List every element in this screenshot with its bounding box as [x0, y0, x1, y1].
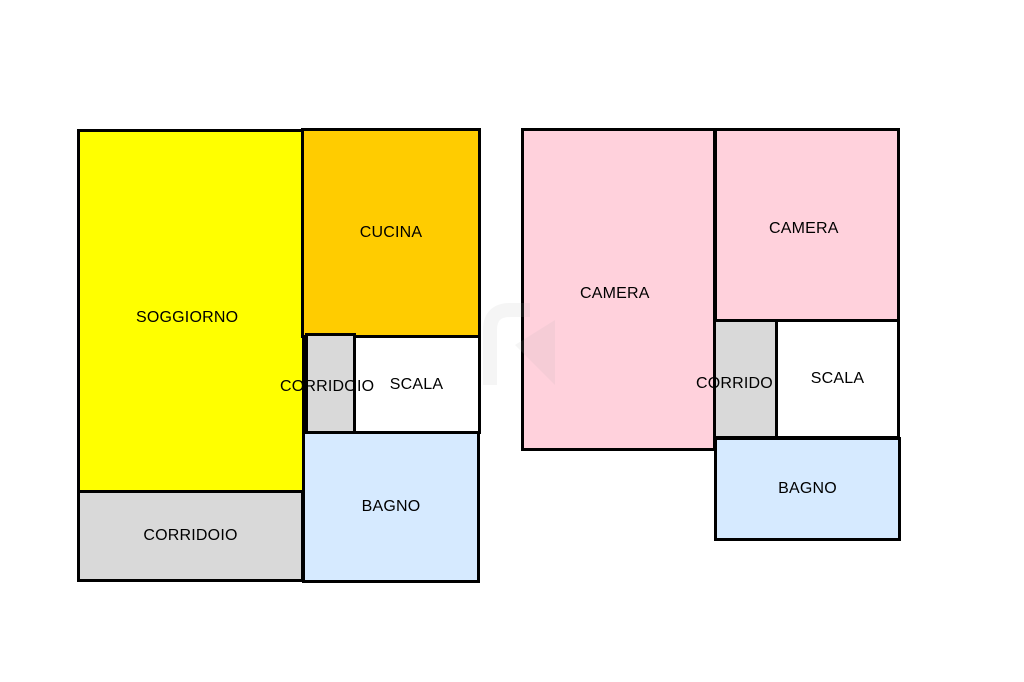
- room-corridoio-small-left-label: CORRIDOIO: [280, 378, 375, 395]
- room-cucina: CUCINA: [301, 128, 481, 338]
- room-bagno-right: BAGNO: [714, 437, 901, 541]
- room-soggiorno: SOGGIORNO: [77, 129, 305, 494]
- room-camera-small: CAMERA: [714, 128, 900, 324]
- room-camera-small-label: CAMERA: [769, 220, 839, 237]
- room-soggiorno-label: SOGGIORNO: [136, 309, 239, 326]
- room-corridoio-right-label: CORRIDO: [696, 375, 773, 392]
- room-scala-right-label: SCALA: [810, 370, 865, 387]
- room-corridoio-bottom-left: CORRIDOIO: [77, 490, 304, 582]
- room-bagno-right-label: BAGNO: [778, 480, 837, 497]
- room-scala-left-label: SCALA: [389, 375, 444, 393]
- room-corridoio-right: CORRIDO: [696, 319, 778, 439]
- room-cucina-label: CUCINA: [359, 224, 423, 241]
- room-camera-large: CAMERA: [521, 128, 716, 451]
- room-scala-left: SCALA: [352, 335, 481, 434]
- room-corridoio-small-left: CORRIDOIO: [280, 333, 374, 434]
- room-scala-right: SCALA: [775, 319, 900, 439]
- room-bagno-left-label: BAGNO: [361, 498, 421, 515]
- room-bagno-left: BAGNO: [302, 431, 480, 583]
- room-camera-large-label: CAMERA: [580, 285, 650, 302]
- watermark-logo-icon: [483, 303, 555, 385]
- room-corridoio-bottom-left-label: CORRIDOIO: [143, 527, 238, 544]
